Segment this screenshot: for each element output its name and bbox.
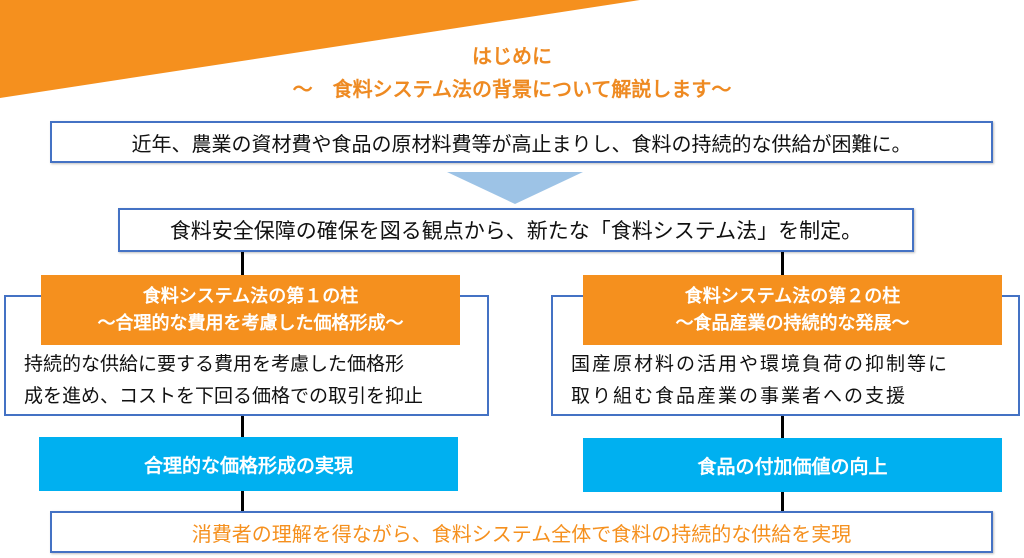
pillar-1-header: 食料システム法の第１の柱 ～合理的な費用を考慮した価格形成～ xyxy=(41,275,460,345)
orange-corner-decoration xyxy=(0,0,640,98)
connector-line xyxy=(781,416,784,438)
pillar-2-body-line: 取り組む食品産業の事業者への支援 xyxy=(571,385,908,407)
connector-line xyxy=(781,252,784,276)
pillar-2-header: 食料システム法の第２の柱 ～食品産業の持続的な発展～ xyxy=(583,275,1002,345)
pillar-2-body-line: 国産原材料の活用や環境負荷の抑制等に xyxy=(571,353,950,375)
background-box: 近年、農業の資材費や食品の原材料費等が高止まりし、食料の持続的な供給が困難に。 xyxy=(50,121,993,163)
pillar-2-body: 国産原材料の活用や環境負荷の抑制等に 取り組む食品産業の事業者への支援 xyxy=(571,348,949,412)
pillar-1-body-line: 成を進め、コストを下回る価格での取引を抑止 xyxy=(24,385,424,407)
connector-line xyxy=(241,491,244,511)
connector-line xyxy=(781,492,784,511)
pillar-1-title: 食料システム法の第１の柱 xyxy=(142,286,359,307)
pillar-2-subtitle: ～食品産業の持続的な発展～ xyxy=(675,313,910,334)
enactment-box: 食料安全保障の確保を図る観点から、新たな「食料システム法」を制定。 xyxy=(118,208,914,252)
pillar-2-outcome: 食品の付加価値の向上 xyxy=(583,438,1002,492)
pillar-1-body-line: 持続的な供給に要する費用を考慮した価格形 xyxy=(24,353,405,375)
title-subheading: ～ 食料システム法の背景について解説します～ xyxy=(292,77,732,101)
pillar-1-subtitle: ～合理的な費用を考慮した価格形成～ xyxy=(97,313,404,334)
pillar-1-outcome: 合理的な価格形成の実現 xyxy=(39,437,458,491)
connector-line xyxy=(241,252,244,276)
pillar-1-body: 持続的な供給に要する費用を考慮した価格形 成を進め、コストを下回る価格での取引を… xyxy=(24,348,423,412)
conclusion-box: 消費者の理解を得ながら、食料システム全体で食料の持続的な供給を実現 xyxy=(50,511,993,553)
pillar-2-title: 食料システム法の第２の柱 xyxy=(684,286,901,307)
title-heading: はじめに xyxy=(472,44,552,68)
connector-line xyxy=(241,416,244,437)
down-arrow-icon xyxy=(447,172,583,204)
